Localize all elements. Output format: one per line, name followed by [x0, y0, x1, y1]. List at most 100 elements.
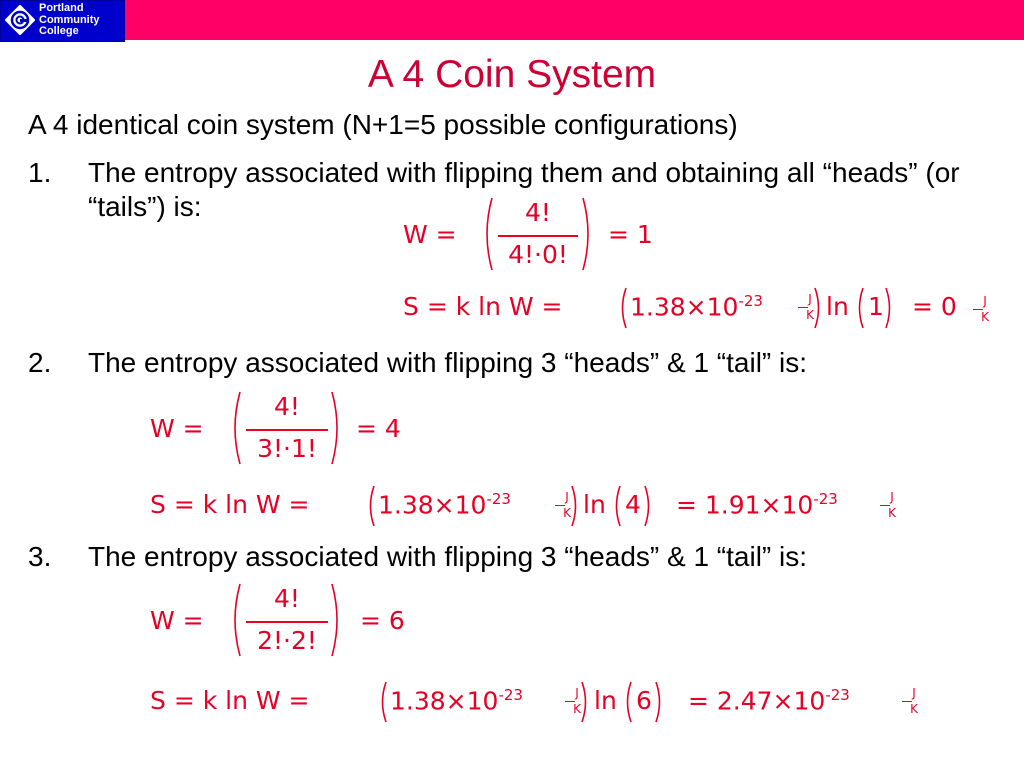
- s-equation-3: S = k ln W =: [150, 686, 310, 715]
- header-pink-band: [125, 0, 1024, 40]
- w-fraction-3: 4! 2!·2!: [246, 584, 328, 660]
- unit-bottom: K: [910, 702, 918, 716]
- intro-text: A 4 identical coin system (N+1=5 possibl…: [28, 109, 738, 140]
- fraction-numerator: 4!: [525, 198, 551, 227]
- logo-line-2: Community: [39, 13, 100, 26]
- unit-top: J: [575, 686, 579, 700]
- unit-top: J: [808, 292, 812, 306]
- s-ln-1: ln: [826, 292, 849, 321]
- fraction-denominator: 3!·1!: [257, 434, 317, 463]
- s-exponent: -23: [486, 490, 511, 508]
- s-prefix: S = k ln W =: [150, 490, 310, 519]
- ln-label: ln: [826, 292, 849, 321]
- right-paren-icon: [644, 485, 650, 527]
- s-result-exponent: -23: [825, 686, 850, 704]
- fraction-bar: [246, 621, 328, 623]
- s-prefix: S = k ln W =: [403, 292, 563, 321]
- ln-label: ln: [594, 686, 617, 715]
- fraction-numerator: 4!: [274, 584, 300, 613]
- unit-bottom: K: [888, 506, 896, 520]
- left-paren-icon: [381, 681, 387, 723]
- s-result: = 2.47×10: [688, 686, 826, 716]
- w-label: W =: [403, 220, 457, 249]
- w-label: W =: [150, 414, 204, 443]
- ln-argument: 1: [868, 292, 884, 321]
- right-paren-icon: [571, 485, 577, 527]
- s-constant-1: 1.38×10-23: [630, 292, 763, 321]
- unit-bottom: K: [563, 506, 571, 520]
- ln-argument: 6: [636, 686, 652, 715]
- s-ln-2: ln: [583, 490, 606, 519]
- unit-top: J: [912, 686, 916, 700]
- left-paren-icon: [234, 583, 241, 657]
- left-paren-icon: [621, 287, 627, 329]
- right-paren-icon: [331, 391, 338, 465]
- w-fraction-2: 4! 3!·1!: [246, 392, 328, 468]
- s-result-1: = 0: [912, 292, 957, 321]
- w-label: W =: [150, 606, 204, 635]
- right-paren-icon: [582, 197, 589, 271]
- unit-bottom: K: [573, 702, 581, 716]
- left-paren-icon: [626, 681, 632, 723]
- logo-text: Portland Community College: [39, 2, 100, 38]
- right-paren-icon: [814, 287, 820, 329]
- unit-top: J: [565, 490, 569, 504]
- s-exponent: -23: [738, 292, 763, 310]
- s-result-3: = 2.47×10-23: [688, 686, 850, 715]
- w-equation-3: W =: [150, 606, 204, 635]
- item-text: The entropy associated with flipping the…: [88, 157, 960, 222]
- left-paren-icon: [858, 287, 864, 329]
- unit-bar: [555, 505, 565, 506]
- right-paren-icon: [331, 583, 338, 657]
- s-prefix: S = k ln W =: [150, 686, 310, 715]
- item-text: The entropy associated with flipping 3 “…: [88, 541, 808, 572]
- s-const: 1.38×10: [378, 490, 487, 520]
- w-fraction-1: 4! 4!·0!: [498, 198, 578, 274]
- s-result: = 1.91×10: [676, 490, 814, 520]
- fraction-bar: [246, 429, 328, 431]
- slide-title: A 4 Coin System: [367, 53, 657, 96]
- unit-bar: [798, 307, 808, 308]
- s-result-2: = 1.91×10-23: [676, 490, 838, 519]
- logo-line-3: College: [39, 25, 79, 37]
- logo-line-1: Portland: [39, 2, 84, 14]
- college-logo: Portland Community College: [0, 0, 125, 42]
- unit-top: J: [983, 294, 987, 308]
- item-text: The entropy associated with flipping 3 “…: [88, 347, 808, 378]
- logo-emblem-icon: [5, 5, 35, 35]
- right-paren-icon: [885, 287, 891, 329]
- item-number: 1.: [28, 157, 52, 188]
- s-const: 1.38×10: [390, 686, 499, 716]
- right-paren-icon: [655, 681, 661, 723]
- item-number: 3.: [28, 541, 52, 572]
- ln-label: ln: [583, 490, 606, 519]
- s-const: 1.38×10: [630, 292, 739, 322]
- s-equation-2: S = k ln W =: [150, 490, 310, 519]
- item-number: 2.: [28, 347, 52, 378]
- left-paren-icon: [615, 485, 621, 527]
- unit-top: J: [890, 490, 894, 504]
- unit-bar: [880, 505, 890, 506]
- w-equation-2: W =: [150, 414, 204, 443]
- s-equation-1: S = k ln W =: [403, 292, 563, 321]
- unit-bar: [973, 309, 983, 310]
- unit-bottom: K: [981, 310, 989, 324]
- s-constant-3: 1.38×10-23: [390, 686, 523, 715]
- ln-argument: 4: [625, 490, 641, 519]
- left-paren-icon: [234, 391, 241, 465]
- unit-bar: [902, 701, 912, 702]
- w-equation-1: W =: [403, 220, 457, 249]
- w-result-3: = 6: [360, 606, 405, 635]
- w-result-2: = 4: [356, 414, 401, 443]
- unit-bar: [565, 701, 575, 702]
- left-paren-icon: [486, 197, 493, 271]
- fraction-bar: [498, 235, 578, 237]
- unit-bottom: K: [806, 308, 814, 322]
- w-result-1: = 1: [608, 220, 653, 249]
- fraction-numerator: 4!: [274, 392, 300, 421]
- s-ln-3: ln: [594, 686, 617, 715]
- s-constant-2: 1.38×10-23: [378, 490, 511, 519]
- left-paren-icon: [369, 485, 375, 527]
- fraction-denominator: 4!·0!: [508, 240, 568, 269]
- s-result-exponent: -23: [813, 490, 838, 508]
